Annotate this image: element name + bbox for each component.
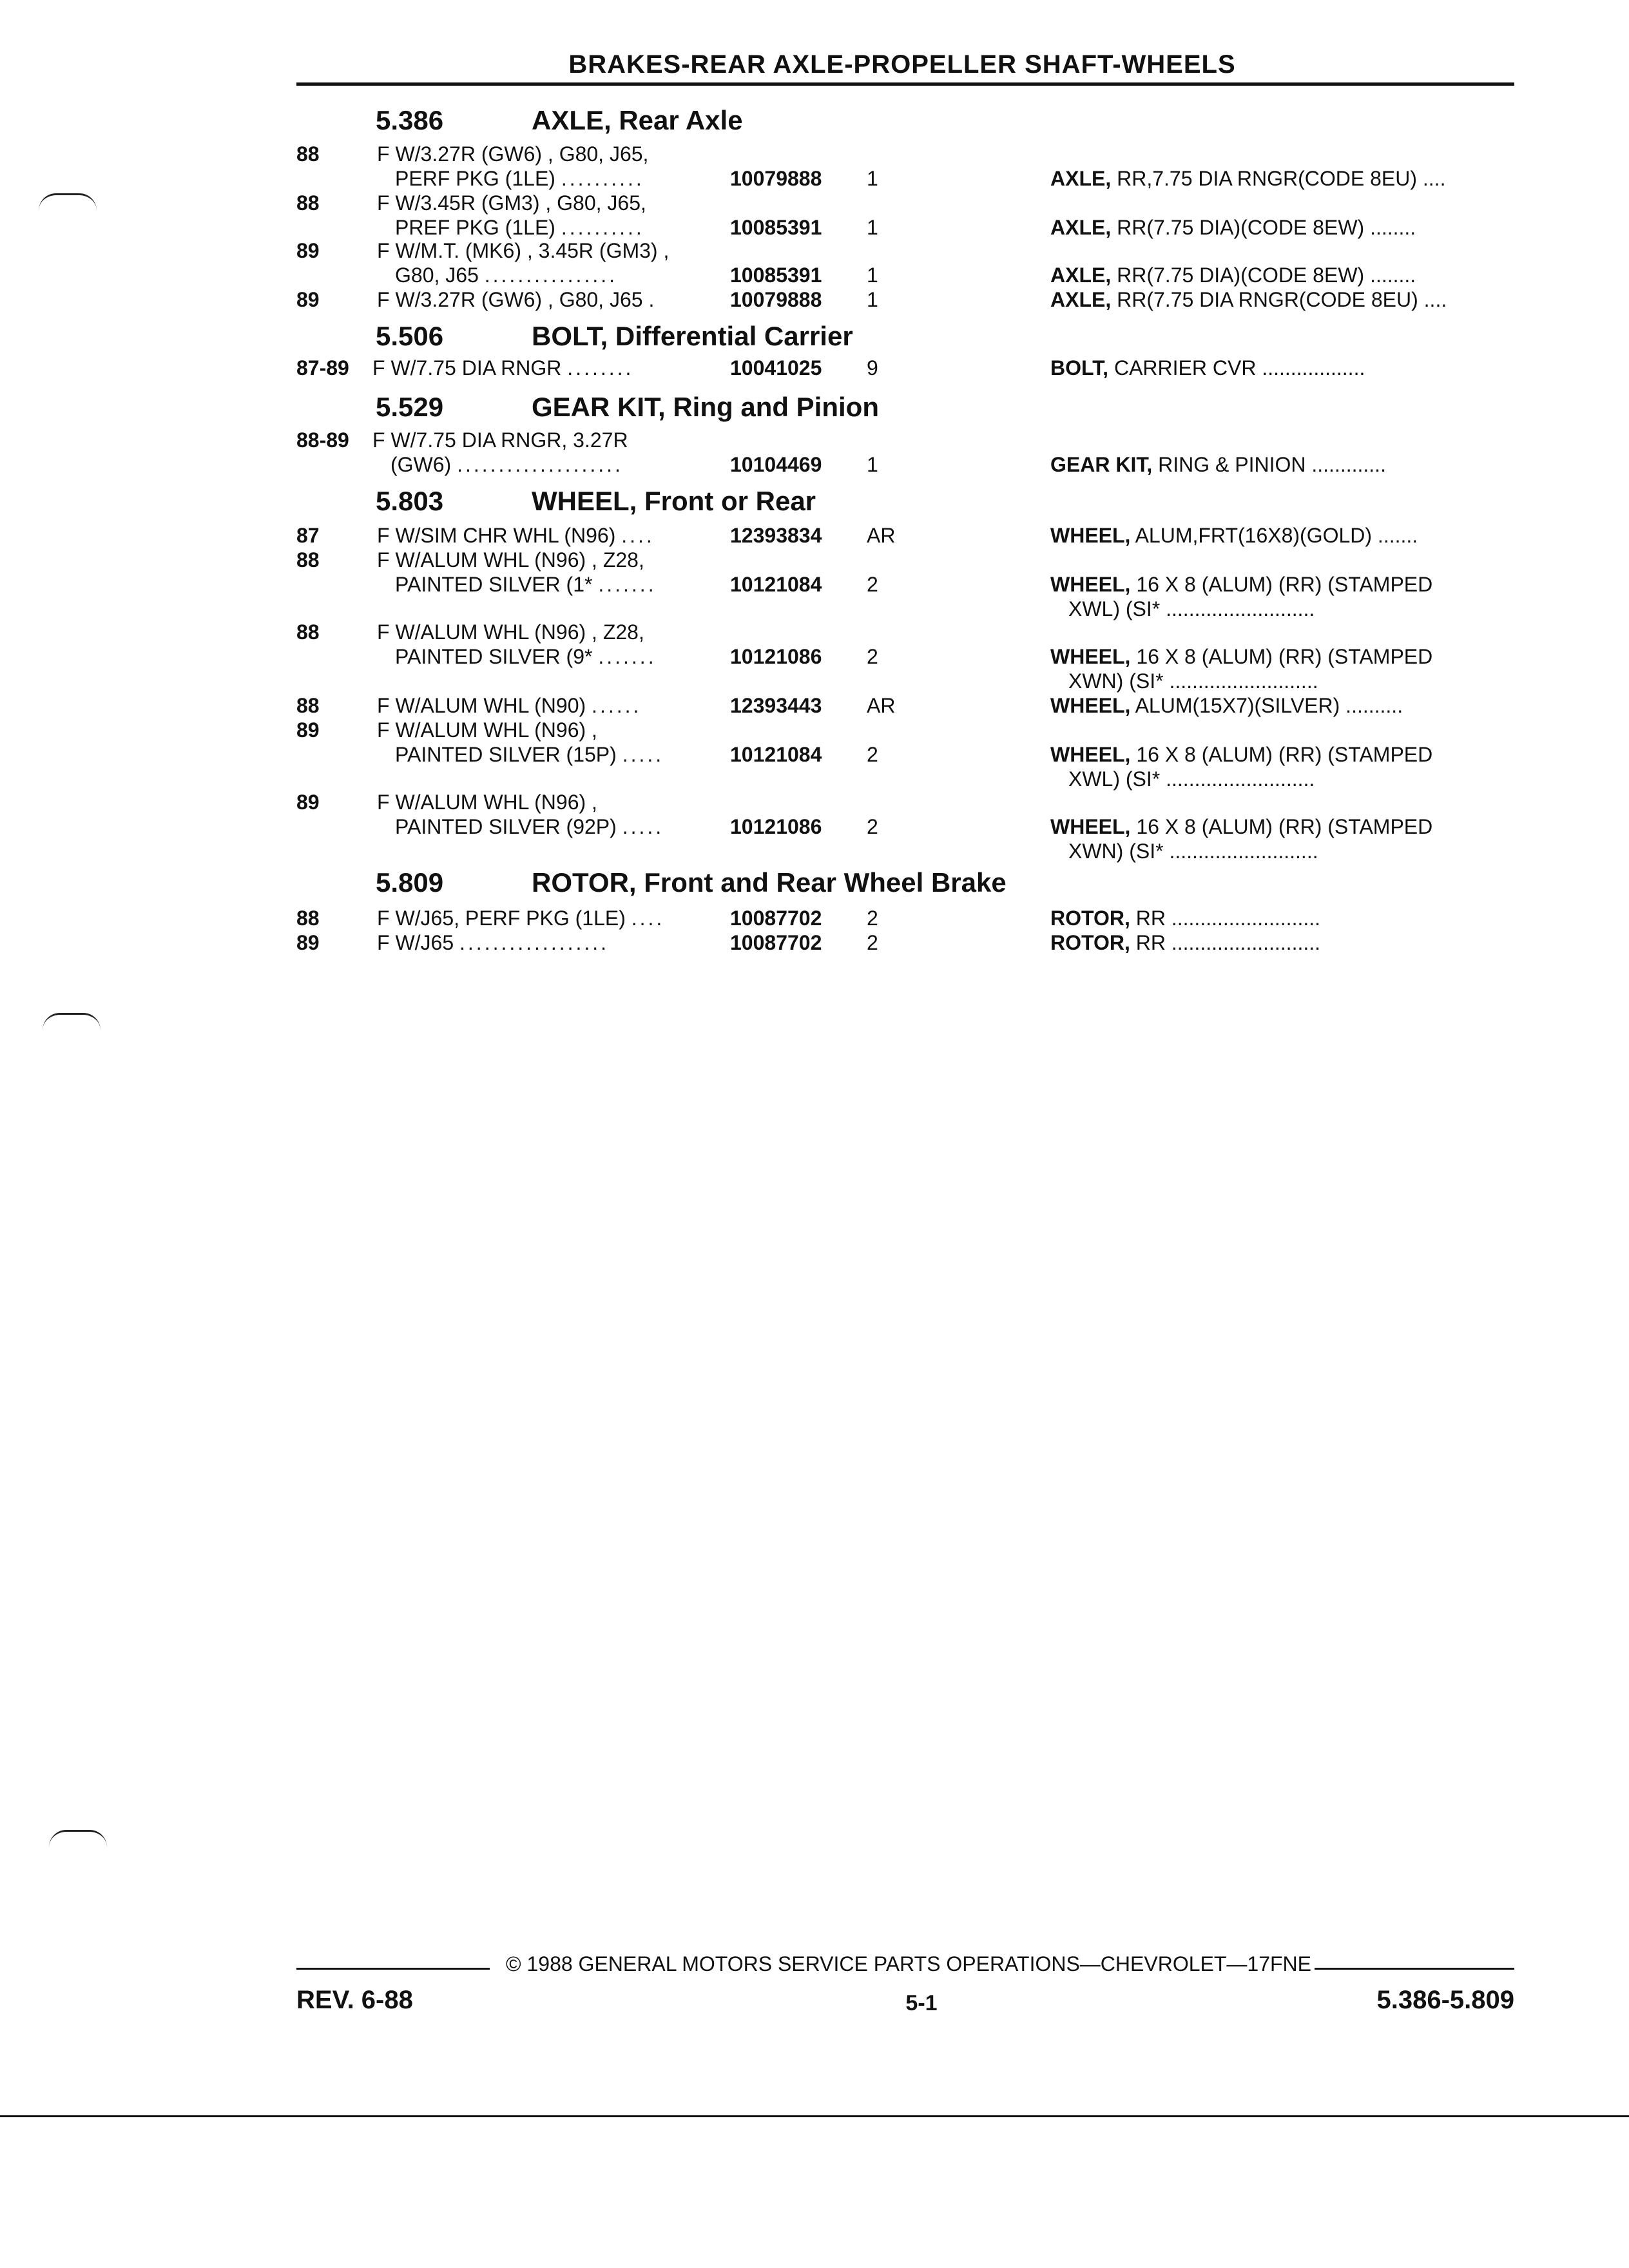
year: 89 (296, 931, 320, 954)
description: F W/SIM CHR WHL (N96) .... (377, 524, 655, 547)
description: F W/ALUM WHL (N96) ,PAINTED SILVER (15P)… (377, 718, 664, 766)
quantity: 2 (867, 907, 878, 930)
binder-mark (49, 1830, 107, 1847)
footer-rule-right (1315, 1968, 1514, 1970)
bottom-rule (0, 2115, 1629, 2117)
quantity: 2 (867, 743, 878, 766)
part-description: ROTOR, RR .......................... (1050, 907, 1321, 930)
quantity: 1 (867, 288, 878, 311)
part-number: 10121086 (730, 815, 822, 838)
section-number: 5.529 (376, 392, 444, 422)
part-number: 12393834 (730, 524, 822, 547)
description: F W/7.75 DIA RNGR, 3.27R(GW6) ..........… (372, 428, 628, 476)
header-rule (296, 82, 1514, 86)
part-description: GEAR KIT, RING & PINION ............. (1050, 453, 1386, 476)
part-number: 10121086 (730, 645, 822, 668)
quantity: AR (867, 524, 896, 547)
quantity: 2 (867, 815, 878, 838)
part-description: AXLE, RR,7.75 DIA RNGR(CODE 8EU) .... (1050, 167, 1446, 190)
page-title: BRAKES-REAR AXLE-PROPELLER SHAFT-WHEELS (568, 50, 1236, 79)
description: F W/J65, PERF PKG (1LE) .... (377, 907, 665, 930)
description: F W/3.27R (GW6) , G80, J65 . (377, 288, 657, 311)
description: F W/ALUM WHL (N96) ,PAINTED SILVER (92P)… (377, 791, 664, 838)
year: 88 (296, 191, 320, 215)
section-title: WHEEL, Front or Rear (532, 486, 816, 516)
binder-mark (43, 1013, 101, 1030)
description: F W/M.T. (MK6) , 3.45R (GM3) ,G80, J65 .… (377, 239, 670, 287)
part-description: WHEEL, ALUM,FRT(16X8)(GOLD) ....... (1050, 524, 1418, 547)
part-number: 10087702 (730, 907, 822, 930)
part-description: WHEEL, ALUM(15X7)(SILVER) .......... (1050, 694, 1403, 717)
year: 87 (296, 524, 320, 547)
year: 87-89 (296, 356, 349, 380)
quantity: 1 (867, 216, 878, 239)
year: 88-89 (296, 428, 349, 452)
description: F W/J65 .................. (377, 931, 610, 954)
part-description: AXLE, RR(7.75 DIA RNGR(CODE 8EU) .... (1050, 288, 1447, 311)
part-number: 10079888 (730, 288, 822, 311)
description: F W/3.45R (GM3) , G80, J65,PREF PKG (1LE… (377, 191, 646, 239)
section-number: 5.809 (376, 867, 444, 898)
part-number: 10041025 (730, 356, 822, 380)
part-number: 10087702 (730, 931, 822, 954)
footer-copyright: © 1988 GENERAL MOTORS SERVICE PARTS OPER… (506, 1952, 1311, 1975)
year: 89 (296, 288, 320, 311)
quantity: 1 (867, 453, 878, 476)
year: 88 (296, 907, 320, 930)
description: F W/7.75 DIA RNGR ........ (372, 356, 634, 380)
part-number: 10085391 (730, 216, 822, 239)
section-title: AXLE, Rear Axle (532, 105, 743, 135)
year: 88 (296, 694, 320, 717)
year: 88 (296, 142, 320, 166)
quantity: 9 (867, 356, 878, 380)
part-number: 12393443 (730, 694, 822, 717)
section-number: 5.803 (376, 486, 444, 516)
description: F W/ALUM WHL (N96) , Z28,PAINTED SILVER … (377, 620, 657, 668)
part-number: 10104469 (730, 453, 822, 476)
binder-mark (39, 193, 97, 211)
footer-range: 5.386-5.809 (1376, 1986, 1514, 2014)
quantity: 1 (867, 167, 878, 190)
part-description: AXLE, RR(7.75 DIA)(CODE 8EW) ........ (1050, 264, 1416, 287)
section-title: BOLT, Differential Carrier (532, 321, 853, 351)
part-number: 10121084 (730, 743, 822, 766)
section-number: 5.386 (376, 105, 444, 135)
quantity: 2 (867, 931, 878, 954)
part-number: 10121084 (730, 573, 822, 596)
part-description: AXLE, RR(7.75 DIA)(CODE 8EW) ........ (1050, 216, 1416, 239)
quantity: 1 (867, 264, 878, 287)
section-number: 5.506 (376, 321, 444, 351)
part-number: 10079888 (730, 167, 822, 190)
description: F W/ALUM WHL (N96) , Z28,PAINTED SILVER … (377, 548, 657, 596)
quantity: 2 (867, 573, 878, 596)
year: 89 (296, 791, 320, 814)
part-description: BOLT, CARRIER CVR .................. (1050, 356, 1365, 380)
section-title: ROTOR, Front and Rear Wheel Brake (532, 867, 1007, 898)
footer-revision: REV. 6-88 (296, 1986, 413, 2014)
description: F W/3.27R (GW6) , G80, J65,PERF PKG (1LE… (377, 142, 649, 190)
year: 89 (296, 239, 320, 262)
description: F W/ALUM WHL (N90) ...... (377, 694, 642, 717)
quantity: AR (867, 694, 896, 717)
year: 88 (296, 620, 320, 644)
part-number: 10085391 (730, 264, 822, 287)
footer-page-number: 5-1 (905, 1991, 938, 2015)
year: 89 (296, 718, 320, 742)
year: 88 (296, 548, 320, 572)
footer-rule-left (296, 1968, 490, 1970)
quantity: 2 (867, 645, 878, 668)
part-description: ROTOR, RR .......................... (1050, 931, 1321, 954)
section-title: GEAR KIT, Ring and Pinion (532, 392, 879, 422)
